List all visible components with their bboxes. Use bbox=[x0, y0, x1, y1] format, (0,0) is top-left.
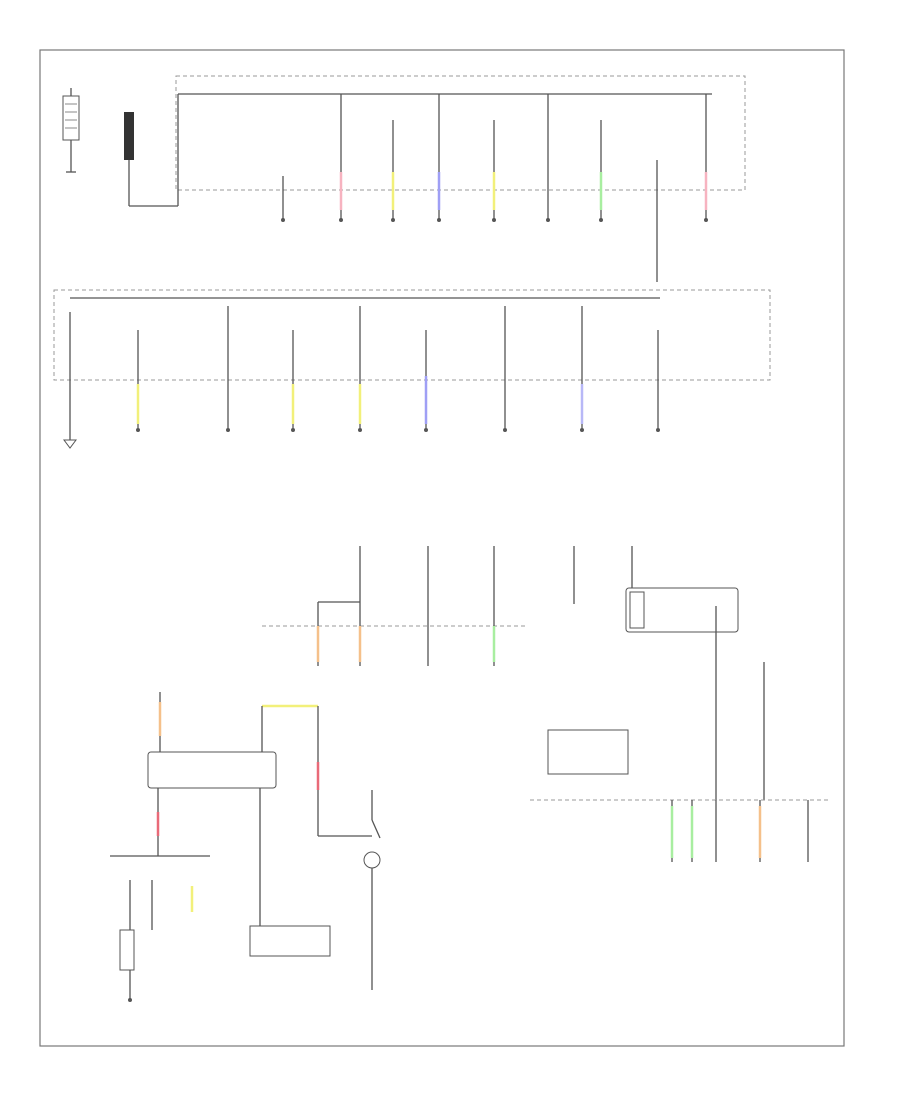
battery bbox=[62, 88, 80, 173]
fusible-link bbox=[124, 112, 178, 207]
mid-circuit-2 bbox=[136, 330, 140, 432]
top-circuit-2 bbox=[339, 94, 343, 222]
lower-left-switches bbox=[110, 855, 210, 1002]
control-module-left bbox=[147, 751, 277, 789]
mid-circuit-6 bbox=[424, 330, 428, 432]
right-circuit-1 bbox=[670, 800, 717, 862]
relay-right bbox=[625, 546, 765, 800]
mid-circuit-3 bbox=[226, 306, 230, 432]
fuse-box-top bbox=[175, 75, 746, 191]
mid-circuit-9 bbox=[656, 330, 660, 432]
top-circuit-9 bbox=[704, 94, 708, 222]
fuse-box-middle bbox=[53, 289, 771, 381]
mid-circuit-7 bbox=[503, 306, 507, 432]
switch-center bbox=[363, 790, 381, 990]
lower-left-out bbox=[156, 788, 261, 926]
top-circuit-1 bbox=[281, 176, 285, 222]
yellow-feed bbox=[261, 704, 372, 837]
mid-circuit-1 bbox=[63, 312, 77, 449]
module-box-right bbox=[547, 729, 629, 775]
mid-circuit-8 bbox=[580, 306, 584, 432]
top-circuit-7 bbox=[599, 120, 603, 222]
mid-circuit-4 bbox=[291, 330, 295, 432]
top-circuit-6 bbox=[546, 94, 550, 222]
top-circuit-5 bbox=[492, 120, 496, 222]
top-circuit-4 bbox=[437, 94, 441, 222]
diagram-frame bbox=[39, 49, 845, 1047]
right-circuit-2 bbox=[758, 800, 809, 862]
connector-lower bbox=[249, 925, 331, 957]
mid-circuit-5 bbox=[358, 306, 362, 432]
lower-circuit-1 bbox=[316, 546, 362, 666]
top-circuit-3 bbox=[391, 120, 395, 222]
